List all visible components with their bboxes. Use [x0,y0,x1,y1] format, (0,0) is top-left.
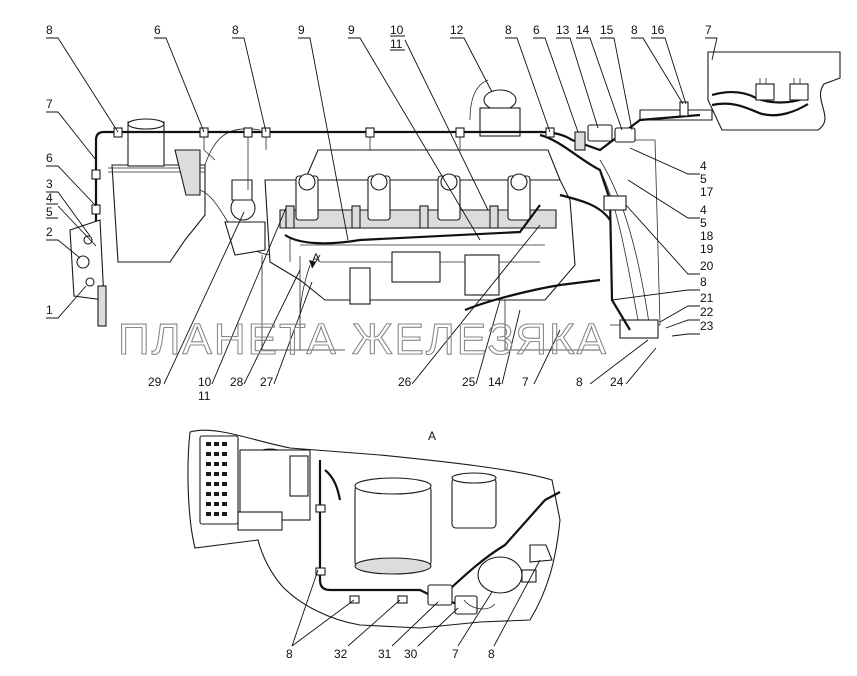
label-26: 26 [398,375,412,389]
label-18: 18 [700,229,714,243]
sensor-12 [483,89,517,111]
label-10a: 10 [390,23,404,37]
relay-bank [199,435,311,531]
label-6a: 6 [154,23,161,37]
label-6b: 6 [46,151,53,165]
label-12: 12 [450,23,464,37]
label-17: 17 [700,185,714,199]
label-16: 16 [651,23,665,37]
pump-lever [349,267,371,305]
label-25: 25 [462,375,476,389]
label-23: 23 [700,319,714,333]
label-4c: 4 [700,203,707,217]
label-9b: 9 [348,23,355,37]
label-11b: 11 [198,389,211,403]
label-13: 13 [556,23,570,37]
label-22: 22 [700,305,714,319]
label-7a: 7 [46,97,53,111]
injector-row [285,173,531,229]
view-arrow-a: А [309,251,321,269]
callout-labels: 8 6 8 9 9 10 11 12 8 6 13 14 15 [46,23,718,403]
valve-cover [304,149,561,181]
label-20: 20 [700,259,714,273]
label-8f: 8 [576,375,583,389]
filter-cylinder [354,472,497,575]
label-15: 15 [600,23,614,37]
label-29: 29 [148,375,162,389]
label-8a: 8 [46,23,53,37]
label-7b: 7 [705,23,712,37]
fuel-pump [391,251,441,283]
label-8e: 8 [700,275,707,289]
label-8h: 8 [488,647,495,661]
label-9a: 9 [298,23,305,37]
view-marker-label: А [312,251,320,265]
label-6c: 6 [533,23,540,37]
label-14a: 14 [576,23,590,37]
label-19: 19 [700,242,714,256]
view-a-labels: 8 32 31 30 7 8 [286,559,541,661]
engine-assembly [108,79,713,351]
label-8g: 8 [286,647,293,661]
label-8b: 8 [232,23,239,37]
label-14b: 14 [488,375,502,389]
filler-cap [127,118,165,130]
wire-harness [91,101,701,331]
label-5b: 5 [700,172,707,186]
label-11a: 11 [390,37,403,51]
label-28: 28 [230,375,244,389]
label-7c: 7 [522,375,529,389]
watermark-text: ПЛАНЕТА ЖЕЛЕЗЯКА [118,315,608,364]
label-4b: 4 [700,159,707,173]
label-4a: 4 [46,191,53,205]
fuel-filter-body [464,254,500,296]
view-a-title: А [428,429,436,443]
view-a-detail [187,429,561,629]
connector-cluster-top-right [574,124,636,211]
label-1: 1 [46,303,53,317]
label-8c: 8 [505,23,512,37]
label-3: 3 [46,177,53,191]
connector-block-right [619,319,659,339]
label-5a: 5 [46,205,53,219]
label-7d: 7 [452,647,459,661]
label-30: 30 [404,647,418,661]
label-5c: 5 [700,216,707,230]
label-2: 2 [46,225,53,239]
label-24: 24 [610,375,624,389]
label-27: 27 [260,375,274,389]
label-8d: 8 [631,23,638,37]
label-31: 31 [378,647,392,661]
intake-pipe [174,149,201,196]
label-10b: 10 [198,375,212,389]
left-relay-bracket [69,219,107,327]
label-21: 21 [700,291,714,305]
label-32: 32 [334,647,348,661]
inset-detail [707,51,841,131]
